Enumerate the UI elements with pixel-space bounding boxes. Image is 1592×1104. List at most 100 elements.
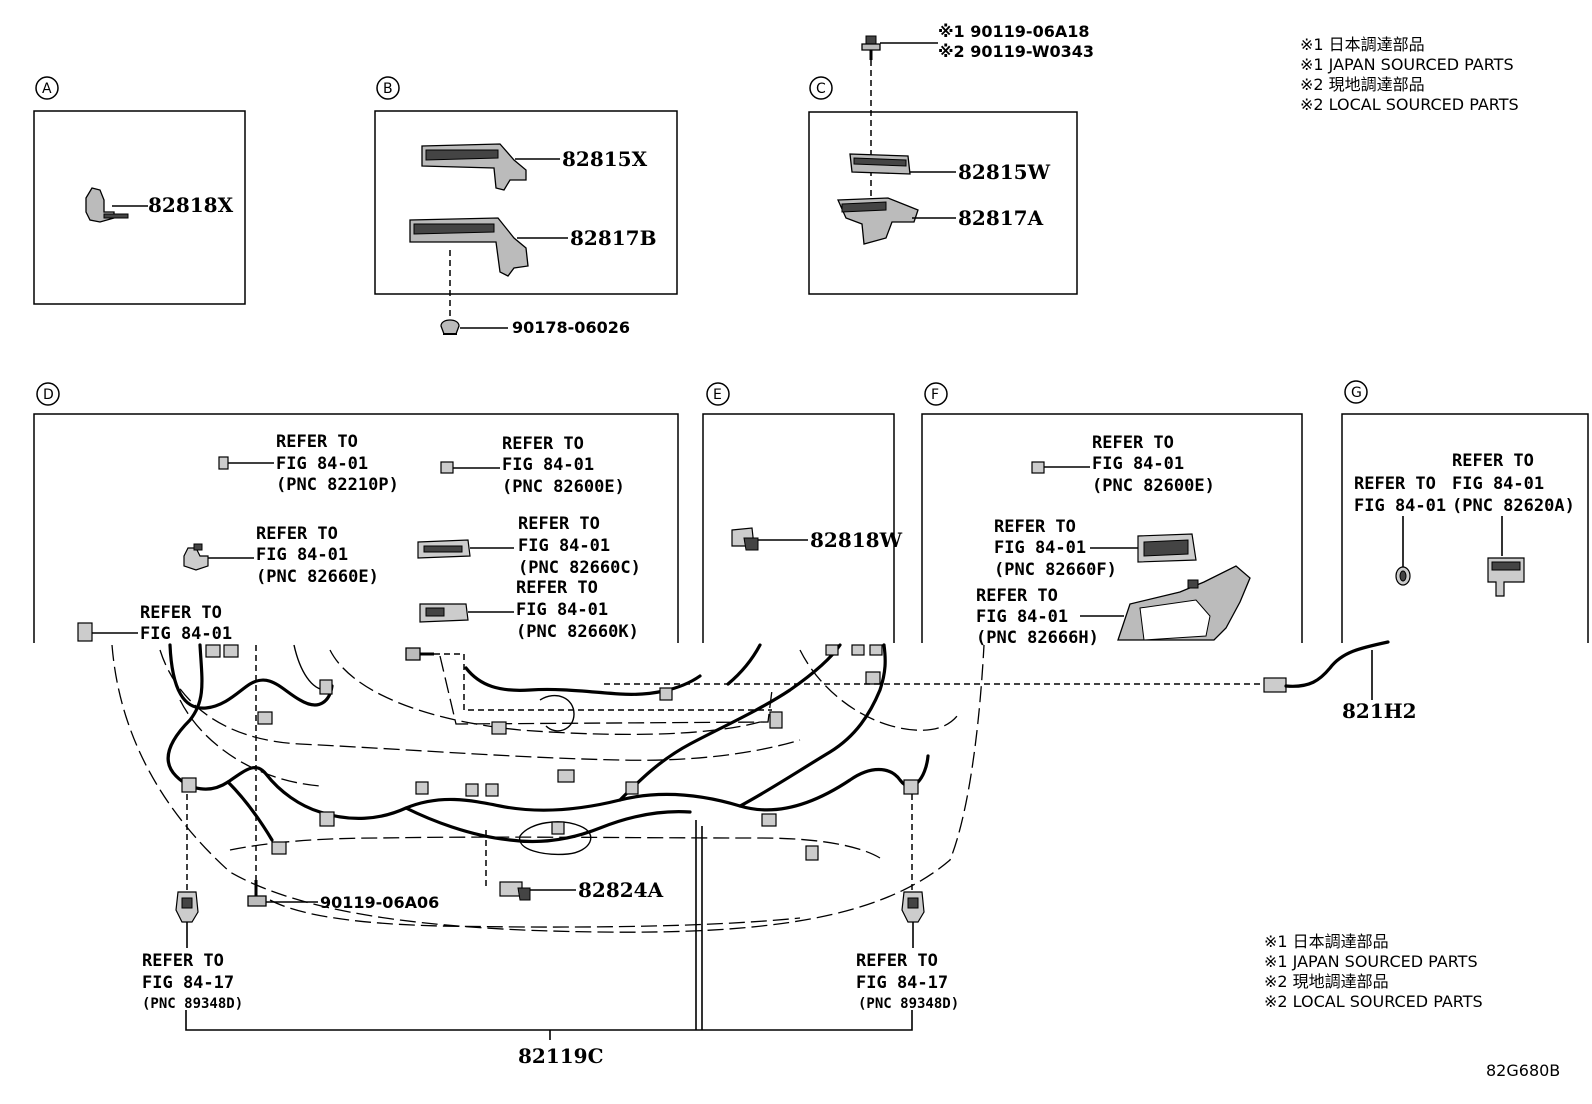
section-c-box	[808, 111, 1078, 295]
bumper-upper-outline	[329, 649, 761, 736]
harness-assembly: 821H2 82824A 90119-06A06 REFER TO FIG 84…	[111, 640, 1417, 1068]
ref-f1-line2: FIG 84-01	[1092, 454, 1184, 474]
harness-connector	[465, 783, 479, 797]
harness-connector	[551, 821, 565, 835]
ref-d3-line3: (PNC 82660E)	[256, 567, 379, 587]
clip-90178-icon	[440, 319, 460, 335]
connector-d5-icon	[419, 603, 469, 623]
note-bottom-3: ※2 現地調達部品	[1264, 972, 1389, 991]
wire-main-trunk	[166, 643, 930, 820]
harness-connector	[761, 813, 777, 827]
connector-d2-icon	[440, 461, 454, 474]
harness-connector	[319, 679, 333, 695]
part-82818x-label: 82818X	[148, 193, 234, 217]
ref-l1-line3: (PNC 89348D)	[142, 996, 243, 1012]
ref-d4-line1: REFER TO	[518, 514, 600, 534]
section-b-marker	[376, 76, 400, 100]
section-g-letter: G	[1351, 385, 1362, 401]
ref-r1-line2: FIG 84-17	[856, 973, 948, 993]
bolt-c-label-1: ※1 90119-06A18	[938, 22, 1089, 41]
ref-g1-line1: REFER TO	[1354, 474, 1436, 494]
part-90119-label: 90119-06A06	[320, 893, 439, 912]
ref-f3-line3: (PNC 82666H)	[976, 628, 1099, 648]
ref-r1-line3: (PNC 89348D)	[858, 996, 959, 1012]
note-bottom-1: ※1 日本調達部品	[1264, 932, 1389, 951]
dash-bolt-center	[434, 653, 772, 711]
section-g-marker	[1344, 380, 1368, 404]
part-82119c-label: 82119C	[518, 1044, 604, 1068]
ref-d1-line2: FIG 84-01	[276, 454, 368, 474]
note-top-4: ※2 LOCAL SOURCED PARTS	[1300, 95, 1519, 114]
section-d-box	[33, 413, 679, 643]
part-821h2-label: 821H2	[1342, 699, 1417, 723]
section-e: E 82818W	[702, 382, 903, 643]
section-a-letter: A	[42, 81, 52, 97]
section-f-marker	[924, 382, 948, 406]
protector-82815w-icon	[849, 153, 911, 175]
note-top-3: ※2 現地調達部品	[1300, 75, 1425, 94]
connector-f1-icon	[1031, 461, 1045, 474]
wire-lower-eye	[519, 821, 592, 856]
harness-connector	[805, 845, 819, 861]
ref-f2-line3: (PNC 82660F)	[994, 560, 1117, 580]
bolt-90119-icon	[247, 880, 267, 907]
harness-connector	[659, 687, 673, 701]
section-f-letter: F	[931, 387, 939, 403]
ref-d2-line2: FIG 84-01	[502, 455, 594, 475]
clip-82818w-icon	[731, 527, 759, 551]
section-c-marker	[809, 76, 833, 100]
bumper-center-outline	[439, 655, 773, 725]
figure-id: 82G680B	[1486, 1061, 1560, 1080]
ref-f3-line2: FIG 84-01	[976, 607, 1068, 627]
wire-left-drop	[226, 780, 274, 842]
part-82815w-label: 82815W	[958, 160, 1051, 184]
section-f-box	[921, 413, 1303, 643]
protector-82815x-icon	[421, 143, 527, 191]
part-90178-label: 90178-06026	[512, 318, 630, 337]
ref-r1-line1: REFER TO	[856, 951, 938, 971]
ref-f3-line1: REFER TO	[976, 586, 1058, 606]
wire-upper-left	[168, 643, 334, 710]
ref-f2-line1: REFER TO	[994, 517, 1076, 537]
harness-connector	[205, 644, 221, 658]
ref-d6-line1: REFER TO	[140, 603, 222, 623]
connector-d1-icon	[218, 456, 229, 470]
ref-d3-line1: REFER TO	[256, 524, 338, 544]
wire-center-right-top	[726, 643, 762, 686]
part-82815x-label: 82815X	[562, 147, 648, 171]
harness-connector	[869, 644, 883, 656]
ref-l1-line1: REFER TO	[142, 951, 224, 971]
ref-f1-line1: REFER TO	[1092, 433, 1174, 453]
section-f: F REFER TO FIG 84-01 (PNC 82600E) REFER …	[921, 382, 1303, 648]
bolt-c-label-2: ※2 90119-W0343	[938, 42, 1094, 61]
ref-f2-line2: FIG 84-01	[994, 538, 1086, 558]
harness-connector	[625, 781, 639, 795]
harness-connector	[319, 811, 335, 827]
ref-d5-line1: REFER TO	[516, 578, 598, 598]
note-top-2: ※1 JAPAN SOURCED PARTS	[1300, 55, 1514, 74]
ref-g1-line2: FIG 84-01	[1354, 496, 1446, 516]
harness-connector	[557, 769, 575, 783]
ecu-cover-f3-icon	[1117, 565, 1251, 641]
ref-d6-line2: FIG 84-01	[140, 624, 232, 644]
sensor-left-icon	[175, 891, 199, 923]
bumper-lower-outline	[229, 836, 881, 859]
harness-connector	[825, 644, 839, 656]
section-g: G REFER TO FIG 84-01 REFER TO FIG 84-01 …	[1341, 380, 1589, 643]
sensor-821h2-icon	[1263, 640, 1390, 693]
ref-d1-line1: REFER TO	[276, 432, 358, 452]
ref-d2-line1: REFER TO	[502, 434, 584, 454]
sensor-right-icon	[901, 891, 925, 923]
ref-l1-line2: FIG 84-17	[142, 973, 234, 993]
section-a: A 82818X	[33, 76, 246, 305]
bumper-right-outline	[799, 649, 961, 731]
connector-g2-icon	[1487, 557, 1525, 597]
section-d-marker	[36, 382, 60, 406]
section-e-letter: E	[713, 387, 722, 403]
harness-connector	[491, 721, 507, 735]
section-a-box	[33, 110, 246, 305]
section-a-marker	[35, 76, 59, 100]
ref-g2-line1: REFER TO	[1452, 451, 1534, 471]
protector-82817b-icon	[409, 217, 529, 277]
